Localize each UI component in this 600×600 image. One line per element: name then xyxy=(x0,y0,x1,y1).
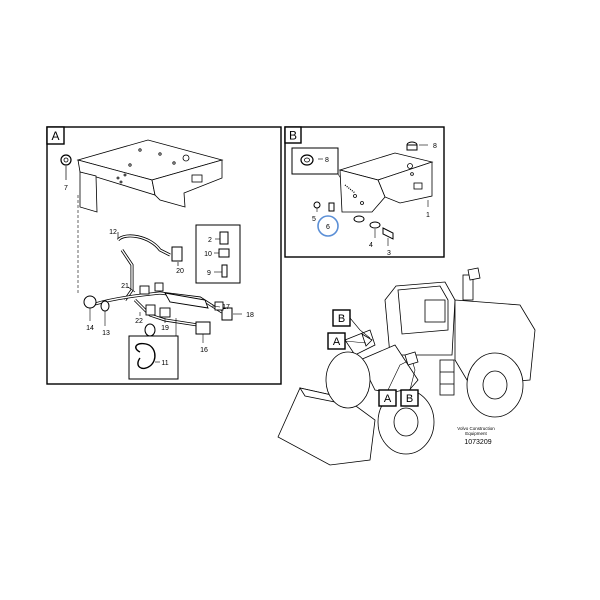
callout-10: 10 xyxy=(204,251,212,258)
callout-6: 6 xyxy=(326,224,330,231)
callout-13: 13 xyxy=(102,330,110,337)
callout-11: 11 xyxy=(161,360,168,367)
view-label-b-top: B xyxy=(338,313,345,325)
callout-12: 12 xyxy=(109,229,117,236)
callout-7: 7 xyxy=(64,185,68,192)
callout-1: 1 xyxy=(426,212,430,219)
callout-5: 5 xyxy=(312,216,316,223)
callout-17: 17 xyxy=(222,304,230,311)
callout-22: 22 xyxy=(135,318,143,325)
callout-16: 16 xyxy=(200,347,208,354)
highlight-ring xyxy=(317,215,339,237)
view-label-a-bottom: A xyxy=(384,393,392,405)
callout-21: 21 xyxy=(121,283,129,290)
wheel-loader-overview xyxy=(277,267,536,466)
callout-20: 20 xyxy=(176,268,184,275)
callout-14: 14 xyxy=(86,325,94,332)
bracket-drawing-b xyxy=(338,152,434,213)
view-label-a-top: A xyxy=(333,336,341,348)
bracket-drawing xyxy=(76,139,224,213)
callout-4: 4 xyxy=(369,242,373,249)
panel-b-label-box xyxy=(284,126,302,144)
callout-18: 18 xyxy=(246,312,254,319)
washer-drawing xyxy=(60,154,72,166)
panel-b-label: B xyxy=(289,129,297,143)
panel-a: A 7 12 20 xyxy=(46,126,282,385)
callout-9: 9 xyxy=(207,270,211,277)
caption-line-2: Equipment xyxy=(465,431,487,436)
callout-8-inset: 8 xyxy=(325,157,329,164)
view-label-b-bottom: B xyxy=(406,393,413,405)
overview-labels: B A A B xyxy=(327,309,419,407)
panel-a-label-box xyxy=(46,126,65,145)
callout-19: 19 xyxy=(161,325,169,332)
callout-3: 3 xyxy=(387,250,391,257)
callout-2: 2 xyxy=(208,237,212,244)
panel-a-label: A xyxy=(51,129,59,143)
panel-b: B 8 8 1 5 6 xyxy=(284,126,445,258)
drawing-number: 1073209 xyxy=(464,439,491,446)
callout-8: 8 xyxy=(433,143,437,150)
caption-line-1: Volvo Construction xyxy=(457,426,495,431)
